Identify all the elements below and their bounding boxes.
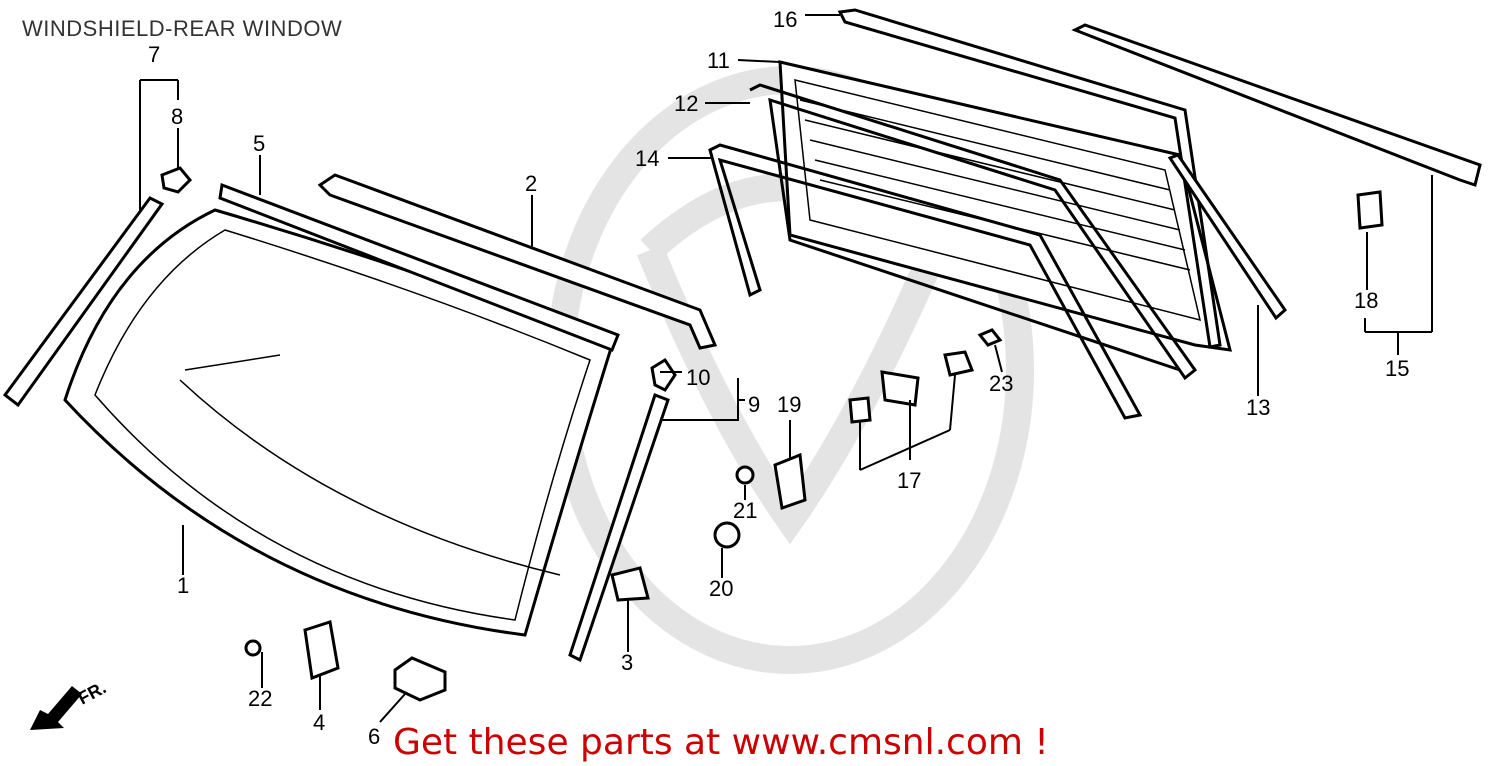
clip-17c[interactable] <box>943 350 975 377</box>
side-molding-left[interactable] <box>2 196 165 408</box>
callout-21[interactable]: 21 <box>733 498 757 523</box>
callout-4[interactable]: 4 <box>313 710 325 735</box>
callout-2[interactable]: 2 <box>525 171 537 196</box>
callout-23[interactable]: 23 <box>989 371 1013 396</box>
diagram-title: WINDSHIELD-REAR WINDOW <box>22 16 343 41</box>
windshield-glass[interactable] <box>63 208 614 637</box>
callout-11[interactable]: 11 <box>707 48 730 73</box>
clip-4[interactable] <box>303 620 340 681</box>
upper-molding[interactable] <box>218 182 620 352</box>
side-molding-right[interactable] <box>568 393 670 663</box>
callout-18[interactable]: 18 <box>1354 288 1378 313</box>
fastener-20[interactable] <box>713 521 741 549</box>
screw-22[interactable] <box>244 639 262 657</box>
callout-16[interactable]: 16 <box>773 7 797 32</box>
clip-18[interactable] <box>1356 190 1384 230</box>
callout-20[interactable]: 20 <box>709 576 733 601</box>
clip-17a[interactable] <box>848 396 872 424</box>
callout-6[interactable]: 6 <box>368 724 380 749</box>
fastener-21[interactable] <box>735 465 755 485</box>
callout-5[interactable]: 5 <box>253 131 265 156</box>
rear-molding-15[interactable] <box>1071 23 1482 187</box>
callout-17[interactable]: 17 <box>897 468 921 493</box>
callout-15[interactable]: 15 <box>1385 356 1409 381</box>
molding-clip-8[interactable] <box>160 166 193 194</box>
molding-clip-10[interactable] <box>650 357 677 392</box>
front-direction-arrow-icon: FR. <box>30 677 109 730</box>
callout-12[interactable]: 12 <box>674 91 698 116</box>
callout-1[interactable]: 1 <box>177 573 189 598</box>
fastener-23[interactable] <box>977 328 1003 347</box>
callout-labels: 7 8 5 2 1 10 9 19 21 20 3 22 4 6 16 11 1… <box>148 7 1409 749</box>
callout-13[interactable]: 13 <box>1246 395 1270 420</box>
callout-19[interactable]: 19 <box>777 392 801 417</box>
molding-end-3[interactable] <box>610 566 650 602</box>
callout-22[interactable]: 22 <box>248 686 272 711</box>
clip-19[interactable] <box>773 452 807 511</box>
leader-lines <box>139 14 1433 723</box>
side-strip-13[interactable] <box>1167 153 1287 321</box>
spacer-6[interactable] <box>393 656 447 702</box>
rear-weatherstrip-12[interactable] <box>749 83 1198 381</box>
callout-7[interactable]: 7 <box>148 42 160 67</box>
rear-dam-16[interactable] <box>837 8 1222 349</box>
callout-9[interactable]: 9 <box>748 392 760 417</box>
callout-10[interactable]: 10 <box>686 365 710 390</box>
clip-17b[interactable] <box>880 370 920 407</box>
promo-link[interactable]: Get these parts at www.cmsnl.com ! <box>393 722 1049 763</box>
callout-14[interactable]: 14 <box>635 146 659 171</box>
roof-molding[interactable] <box>317 173 718 350</box>
callout-3[interactable]: 3 <box>621 650 633 675</box>
rear-dam-14[interactable] <box>708 143 1143 420</box>
callout-8[interactable]: 8 <box>171 104 183 129</box>
front-marker-label: FR. <box>74 677 109 708</box>
